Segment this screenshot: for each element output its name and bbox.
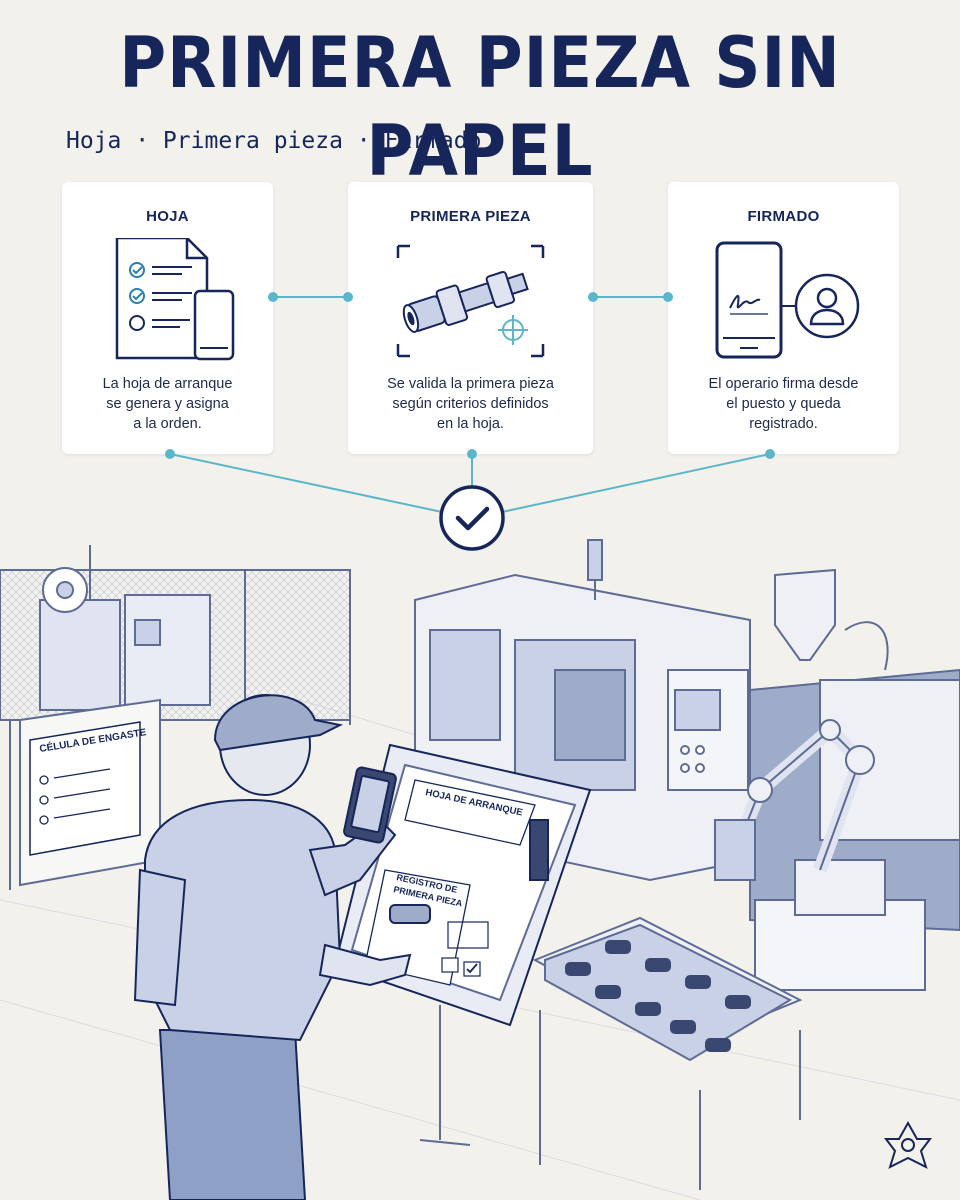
step-card-firmado: FIRMADO El operario firma desde el puest… (668, 182, 899, 454)
connector-line (501, 453, 771, 513)
phone-signature-user-icon (715, 241, 860, 359)
injection-molding-machine (414, 539, 960, 932)
step-description: La hoja de arranque se genera y asigna a… (102, 376, 233, 432)
connector-dot (663, 292, 673, 302)
operator (133, 694, 412, 1200)
step-description: El operario firma desde el puesto y qued… (708, 376, 859, 432)
check-circle-icon (439, 485, 505, 551)
connector-line (169, 453, 443, 513)
step-title: PRIMERA PIEZA (410, 208, 531, 225)
step-title: FIRMADO (747, 208, 820, 225)
connector-dot (588, 292, 598, 302)
step-description: Se valida la primera pieza según criteri… (387, 376, 554, 432)
workstation-board (333, 743, 592, 1146)
part-crosshair-icon (396, 244, 545, 358)
page-subtitle: Hoja · Primera pieza · Firmado (66, 128, 482, 154)
checklist-document-phone-icon (115, 238, 235, 361)
connector-dot (343, 292, 353, 302)
brand-logo-icon (884, 1120, 932, 1169)
step-card-hoja: HOJA La hoja de arranque se genera y asi… (62, 182, 273, 454)
step-card-primera-pieza: PRIMERA PIEZA Se valida la primera pieza… (348, 182, 593, 454)
flow-connectors (165, 292, 775, 551)
step-title: HOJA (146, 208, 189, 225)
robot-arm (714, 719, 926, 991)
molded-parts (565, 940, 751, 1052)
page-title: PRIMERA PIEZA SIN PAPEL (119, 23, 841, 193)
connector-dot (765, 449, 775, 459)
cell-sign-checklist (39, 768, 111, 825)
connector-dot (268, 292, 278, 302)
connector-dot (165, 449, 175, 459)
parts-tray (532, 916, 803, 1190)
connector-dot (467, 449, 477, 459)
